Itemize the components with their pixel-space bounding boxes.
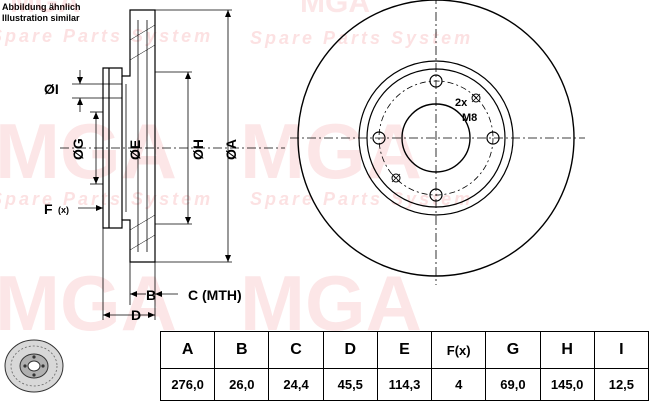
dim-label-i: ØI <box>44 81 59 97</box>
dim-label-a: ØA <box>223 139 239 160</box>
dim-label-e: ØE <box>127 140 143 160</box>
watermark-tagline-top: Spare Parts System <box>250 28 473 48</box>
spec-value-i: 12,5 <box>593 368 650 401</box>
thread-hole-cross <box>391 93 481 183</box>
disc-thumbnail <box>4 339 64 393</box>
spec-value-f: 4 <box>431 368 487 401</box>
dim-label-d: D <box>131 307 141 323</box>
side-dimensions <box>72 9 232 320</box>
dim-label-b: B <box>146 287 156 303</box>
dim-label-f-sub: (x) <box>58 205 69 215</box>
spec-header-h: H <box>539 331 595 369</box>
spec-header-a: A <box>159 331 216 369</box>
spec-header-b: B <box>214 331 270 369</box>
watermark-brand-top-right: MGA <box>300 0 370 19</box>
spec-value-g: 69,0 <box>485 368 541 401</box>
bolt-hole-left <box>372 131 386 145</box>
spec-value-e: 114,3 <box>376 368 433 401</box>
spec-value-c: 24,4 <box>268 368 324 401</box>
spec-value-h: 145,0 <box>539 368 595 401</box>
bolt-thread-label: M8 <box>462 112 477 124</box>
thread-hole-lower <box>391 173 401 183</box>
spec-header-row: A B C D E F(x) G H I <box>159 331 650 369</box>
watermark-brand-middle: MGA <box>0 107 177 195</box>
spec-value-row: 276,0 26,0 24,4 45,5 114,3 4 69,0 145,0 … <box>159 368 650 401</box>
watermark-tagline-left-middle: Spare Parts System <box>0 189 213 209</box>
spec-header-g: G <box>485 331 541 369</box>
watermark-brand-middle-right: MGA <box>240 107 422 195</box>
dim-label-h: ØH <box>190 139 206 160</box>
dimension-arrowheads <box>77 10 231 318</box>
spec-value-a: 276,0 <box>159 368 216 401</box>
dim-label-g: ØG <box>70 138 86 160</box>
vent-channel <box>137 20 148 252</box>
bolt-count-label: 2x <box>455 97 468 109</box>
spec-header-d: D <box>322 331 378 369</box>
dimension-spec-table: A B C D E F(x) G H I 276,0 26,0 24,4 45,… <box>159 331 650 401</box>
watermark-brand-top: MGA <box>10 0 80 19</box>
spec-header-f: F(x) <box>431 331 487 369</box>
watermark-brand-bottom: MGA <box>0 259 177 347</box>
spec-header-c: C <box>268 331 324 369</box>
illustration-note-de: Abbildung ähnlich <box>2 2 81 12</box>
spec-value-b: 26,0 <box>214 368 270 401</box>
illustration-note-en: Illustration similar <box>2 13 80 23</box>
spec-header-e: E <box>376 331 433 369</box>
dim-label-f: F <box>44 201 53 217</box>
dim-label-c: C (MTH) <box>188 287 242 303</box>
spec-header-i: I <box>593 331 650 369</box>
watermark: MGA MGA Spare Parts System MGA MGA Spare… <box>0 0 473 347</box>
section-hatch <box>129 24 156 251</box>
watermark-tagline-left: Spare Parts System <box>0 26 213 46</box>
spec-value-d: 45,5 <box>322 368 378 401</box>
thread-hole-upper <box>471 93 481 103</box>
bolt-hole-section <box>103 83 122 99</box>
